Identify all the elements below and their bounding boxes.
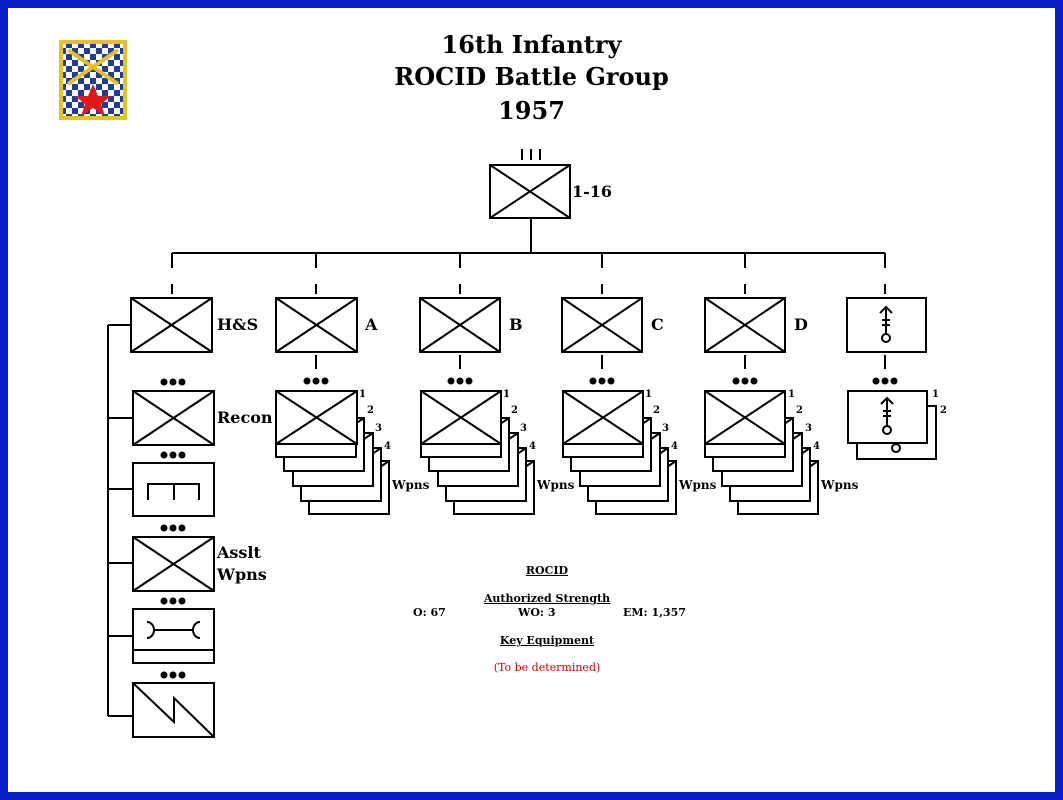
weapons-platoon-label: Wpns xyxy=(821,478,859,492)
platoon-number: 1 xyxy=(359,389,366,400)
platoon-number: 1 xyxy=(645,389,652,400)
assault-weapons-platoon-symbol xyxy=(132,536,215,592)
hs-company-label: H&S xyxy=(217,315,259,334)
weapons-platoon-label: Wpns xyxy=(392,478,430,492)
mortar-battery-symbol xyxy=(846,297,927,353)
mortar-platoon-number: 2 xyxy=(940,405,947,416)
company-d-label: D xyxy=(794,315,808,334)
weapons-platoon-label: Wpns xyxy=(537,478,575,492)
mortar-platoon-number: 1 xyxy=(932,389,939,400)
asslt-label-line-1: Asslt xyxy=(217,543,261,562)
hs-company-symbol xyxy=(130,297,213,353)
org-connector-lines xyxy=(107,218,886,717)
platoon-number: 4 xyxy=(813,441,820,452)
company-d-symbol xyxy=(704,297,786,353)
company-d-platoon-stack xyxy=(704,390,819,515)
officers-count: O: 67 xyxy=(413,606,446,619)
platoon-number: 4 xyxy=(671,441,678,452)
recon-label: Recon xyxy=(217,408,273,427)
regimental-crest-icon xyxy=(59,40,127,120)
mortar-platoon-stack xyxy=(847,390,937,460)
platoon-number: 2 xyxy=(367,405,374,416)
platoon-size-dots xyxy=(160,377,898,679)
warrant-officers-count: WO: 3 xyxy=(518,606,556,619)
company-c-platoon-stack xyxy=(562,390,677,515)
title-line-3: 1957 xyxy=(498,96,565,125)
platoon-number: 2 xyxy=(511,405,518,416)
info-heading: ROCID xyxy=(525,564,569,577)
enlisted-count: EM: 1,357 xyxy=(623,606,686,619)
company-b-label: B xyxy=(509,315,523,334)
equipment-note: (To be determined) xyxy=(493,661,601,674)
platoon-number: 3 xyxy=(662,423,669,434)
company-a-symbol xyxy=(275,297,358,353)
battle-group-hq-symbol xyxy=(489,149,571,219)
title-line-2: ROCID Battle Group xyxy=(394,62,669,91)
company-c-label: C xyxy=(651,315,664,334)
recon-platoon-symbol xyxy=(132,390,215,446)
platoon-number: 4 xyxy=(529,441,536,452)
platoon-number: 3 xyxy=(375,423,382,434)
strength-heading: Authorized Strength xyxy=(483,592,611,605)
platoon-number: 1 xyxy=(503,389,510,400)
signal-platoon-symbol xyxy=(132,682,215,738)
hq-designation: 1-16 xyxy=(572,182,613,201)
platoon-number: 1 xyxy=(788,389,795,400)
platoon-number: 2 xyxy=(653,405,660,416)
asslt-label-line-2: Wpns xyxy=(217,565,267,584)
weapons-platoon-label: Wpns xyxy=(679,478,717,492)
platoon-number: 2 xyxy=(796,405,803,416)
company-c-symbol xyxy=(561,297,643,353)
equipment-heading: Key Equipment xyxy=(499,634,595,647)
maintenance-platoon-symbol xyxy=(132,608,215,664)
company-b-platoon-stack xyxy=(420,390,535,515)
platoon-number: 3 xyxy=(805,423,812,434)
company-a-platoon-stack xyxy=(275,390,390,515)
platoon-number: 4 xyxy=(384,441,391,452)
company-b-symbol xyxy=(419,297,501,353)
title-line-1: 16th Infantry xyxy=(441,30,622,59)
engineer-platoon-symbol xyxy=(132,462,215,517)
company-a-label: A xyxy=(365,315,378,334)
platoon-number: 3 xyxy=(520,423,527,434)
